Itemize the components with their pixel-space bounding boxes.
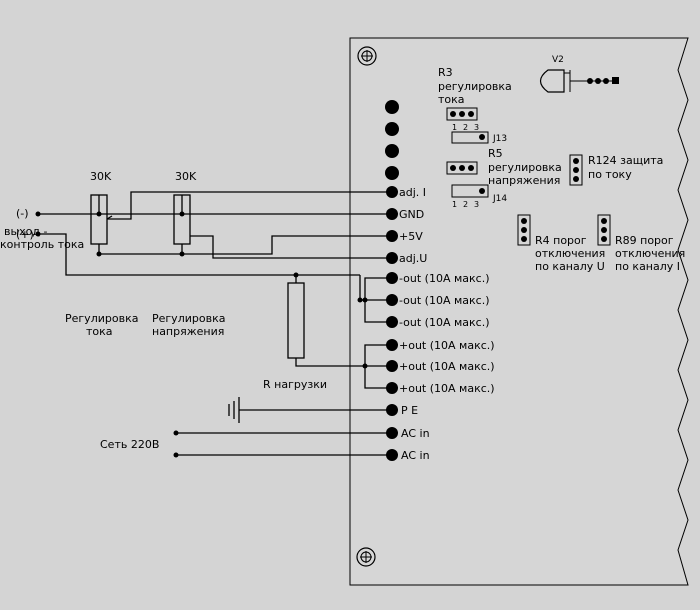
r3-jumper bbox=[446, 107, 478, 121]
output-label: выход - bbox=[4, 225, 48, 238]
pot-current-caption: тока bbox=[86, 325, 113, 338]
terminal-label-minus-out: -out (10A макс.) bbox=[399, 294, 490, 307]
terminal-pad-minus-out bbox=[386, 272, 398, 284]
r3-title: R3 bbox=[438, 66, 453, 79]
terminal-label-plus-out: +out (10A макс.) bbox=[399, 382, 495, 395]
ground-symbol bbox=[228, 397, 240, 423]
terminal-pad-ac bbox=[386, 427, 398, 439]
j13-label: J13 bbox=[492, 134, 507, 144]
mains-label: Сеть 220В bbox=[100, 438, 159, 451]
r124-desc: по току bbox=[588, 168, 632, 181]
junction-dot bbox=[96, 251, 102, 257]
r124-desc: R124 защита bbox=[588, 154, 663, 167]
terminal-label-minus-out: -out (10A макс.) bbox=[399, 272, 490, 285]
r3-desc: регулировка bbox=[438, 80, 512, 93]
terminal-label-pe: P E bbox=[401, 404, 418, 417]
r5-jumper bbox=[446, 161, 478, 175]
r5-pin-number: 3 bbox=[474, 200, 479, 209]
pot-voltage-caption: напряжения bbox=[152, 325, 224, 338]
terminal-pad-minus-out bbox=[386, 294, 398, 306]
minus-label: (-) bbox=[16, 207, 29, 220]
mounting-hole-top bbox=[357, 46, 377, 66]
terminal-pad-plus-out bbox=[386, 382, 398, 394]
terminal-pad-5v bbox=[386, 230, 398, 242]
terminal-pad-gnd bbox=[386, 208, 398, 220]
terminal-label-adj-u: adj.U bbox=[399, 252, 427, 265]
led-v2 bbox=[539, 69, 619, 93]
terminal-label-plus-out: +out (10A макс.) bbox=[399, 360, 495, 373]
load-resistor-lead bbox=[295, 358, 386, 367]
j13-jumper bbox=[451, 131, 489, 144]
r5-pin-number: 2 bbox=[463, 200, 468, 209]
r4-desc: по каналу U bbox=[535, 260, 605, 273]
r3-pin-number: 1 bbox=[452, 123, 457, 132]
r4-trimmer bbox=[517, 214, 531, 246]
pot-current-value: 30K bbox=[90, 170, 112, 183]
pot-voltage-caption: Регулировка bbox=[152, 312, 225, 325]
led-v2-label: V2 bbox=[552, 55, 564, 65]
terminal-pad-pe bbox=[386, 404, 398, 416]
terminal-pad-plus-out bbox=[386, 339, 398, 351]
terminal-label-ac: AC in bbox=[401, 427, 430, 440]
terminal-label-5v: +5V bbox=[399, 230, 423, 243]
junction-dot bbox=[179, 251, 185, 257]
unused-pad bbox=[385, 100, 399, 114]
j14-label: J14 bbox=[492, 194, 507, 204]
r89-desc: по каналу I bbox=[615, 260, 680, 273]
pot-current-wiper bbox=[107, 191, 386, 220]
terminal-label-gnd: GND bbox=[399, 208, 424, 221]
pot-current-wiper-arrow bbox=[106, 215, 113, 220]
load-resistor-body bbox=[287, 282, 305, 359]
r3-desc: тока bbox=[438, 93, 465, 106]
output-wire bbox=[38, 233, 360, 276]
plus-label: (+) bbox=[16, 228, 34, 241]
r5-title: R5 bbox=[488, 147, 503, 160]
unused-pad bbox=[385, 166, 399, 180]
terminal-pad-adj-i bbox=[386, 186, 398, 198]
r4-desc: R4 порог bbox=[535, 234, 587, 247]
r3-pin-number: 2 bbox=[463, 123, 468, 132]
terminal-pad-plus-out bbox=[386, 360, 398, 372]
load-resistor-label: R нагрузки bbox=[263, 378, 327, 391]
terminal-label-adj-i: adj. I bbox=[399, 186, 426, 199]
unused-pad bbox=[385, 122, 399, 136]
mounting-hole-bottom bbox=[356, 547, 376, 567]
terminal-pad-adj-u bbox=[386, 252, 398, 264]
r89-desc: R89 порог bbox=[615, 234, 674, 247]
r5-desc: напряжения bbox=[488, 174, 560, 187]
r89-trimmer bbox=[597, 214, 611, 246]
plus5v-wire bbox=[99, 235, 386, 255]
terminal-pad-ac bbox=[386, 449, 398, 461]
terminal-pad-minus-out bbox=[386, 316, 398, 328]
junction-dot bbox=[362, 297, 368, 303]
r124-trimmer bbox=[569, 154, 583, 186]
r4-desc: отключения bbox=[535, 247, 605, 260]
terminal-label-minus-out: -out (10A макс.) bbox=[399, 316, 490, 329]
j14-jumper bbox=[451, 184, 489, 198]
r5-desc: регулировка bbox=[488, 161, 562, 174]
plus-out-bus bbox=[364, 344, 386, 389]
r3-pin-number: 3 bbox=[474, 123, 479, 132]
pot-voltage-value: 30K bbox=[175, 170, 197, 183]
terminal-label-plus-out: +out (10A макс.) bbox=[399, 339, 495, 352]
r89-desc: отключения bbox=[615, 247, 685, 260]
unused-pad bbox=[385, 144, 399, 158]
pot-voltage-wiper bbox=[190, 235, 386, 259]
board-outline bbox=[349, 37, 689, 586]
pot-current-caption: Регулировка bbox=[65, 312, 138, 325]
r5-pin-number: 1 bbox=[452, 200, 457, 209]
output-label: контроль тока bbox=[0, 238, 84, 251]
terminal-label-ac: AC in bbox=[401, 449, 430, 462]
